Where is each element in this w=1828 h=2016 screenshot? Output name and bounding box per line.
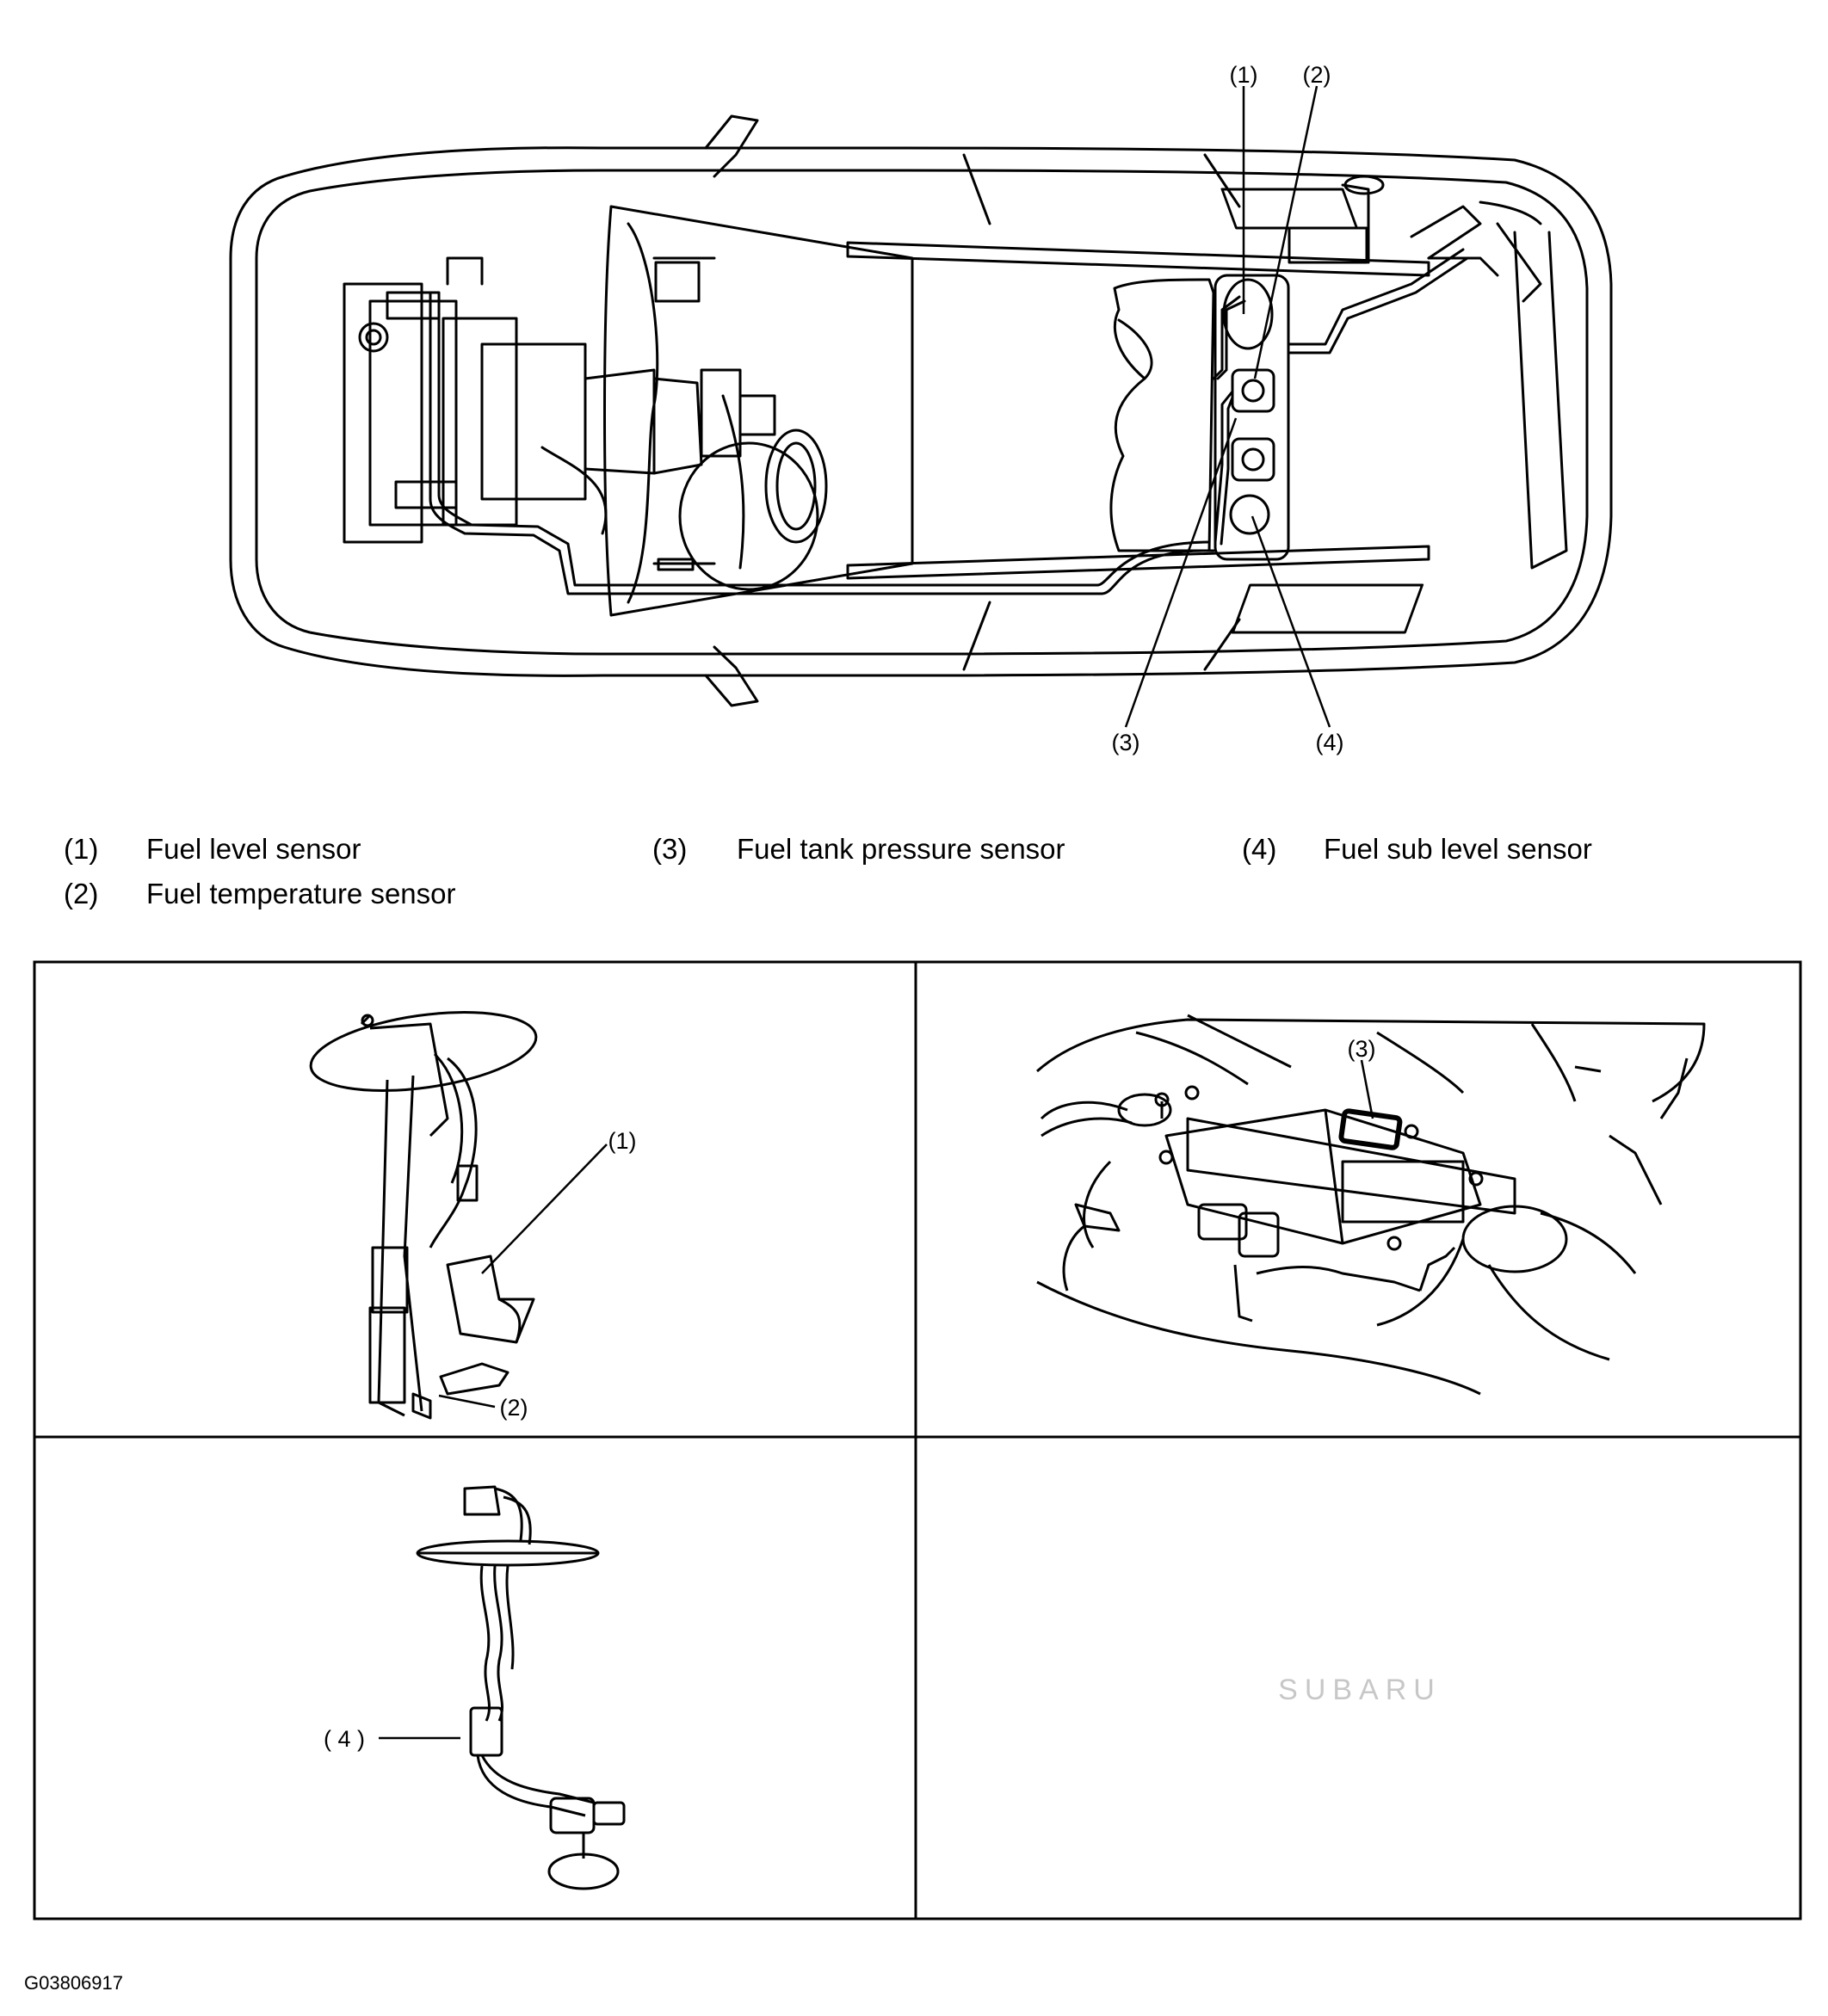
legend: (1) Fuel level sensor (2) Fuel temperatu…: [64, 833, 1592, 909]
sub-level-callout-4: ( 4 ): [324, 1726, 365, 1752]
legend-label-3: Fuel tank pressure sensor: [737, 833, 1065, 865]
fuel-pump-callout-2: (2): [500, 1395, 528, 1421]
level-sensor-arm: [446, 1255, 535, 1344]
engine-block: [343, 256, 776, 544]
legend-num-4: (4): [1242, 833, 1276, 865]
legend-label-2: Fuel temperature sensor: [146, 878, 456, 909]
overview-callout-2: (2): [1303, 62, 1331, 88]
fuel-line-return: [437, 295, 1211, 587]
sub-level-sensor-unit: [469, 1706, 503, 1757]
vehicle-overview: [229, 114, 1613, 707]
tank-top-view: [1036, 1014, 1706, 1396]
figure-code: G03806917: [24, 1972, 123, 1994]
sub-level-sensor-assembly: [416, 1485, 626, 1890]
vehicle-body-outline: [229, 146, 1613, 677]
fuel-line-main: [429, 291, 1215, 595]
overview-callout-leaders: [1124, 85, 1331, 728]
watermark: SUBARU: [1278, 1674, 1442, 1706]
legend-num-2: (2): [64, 878, 98, 909]
panel-grid: [33, 960, 1802, 1920]
fuel-tank-outline: [1109, 278, 1215, 552]
legend-num-1: (1): [64, 833, 98, 865]
windshield: [603, 205, 914, 617]
tank-module-bay: [1214, 274, 1290, 561]
legend-label-1: Fuel level sensor: [146, 833, 361, 865]
overview-callout-4: (4): [1316, 730, 1344, 755]
center-tunnel: [721, 394, 745, 570]
fuel-pump-callout-leaders: [438, 1144, 608, 1409]
transmission-cover: [678, 441, 819, 591]
left-mirror: [704, 114, 759, 178]
tank-body: [1164, 1108, 1482, 1245]
legend-num-3: (3): [652, 833, 687, 865]
fuel-sub-level-sensor-unit: [1229, 494, 1270, 535]
fuel-pump-assembly: [309, 1011, 538, 1420]
right-mirror: [704, 645, 759, 707]
overview-callout-3: (3): [1112, 730, 1140, 755]
tank-top-callout-3: (3): [1348, 1036, 1376, 1062]
fuel-temp-sensor-unit: [1231, 368, 1275, 413]
fuel-level-sensor-unit: [1222, 278, 1274, 350]
overview-callout-1: (1): [1230, 62, 1258, 88]
vehicle-body-inner: [255, 169, 1589, 656]
fuel-pump-callout-1: (1): [608, 1128, 637, 1154]
legend-label-4: Fuel sub level sensor: [1324, 833, 1592, 865]
